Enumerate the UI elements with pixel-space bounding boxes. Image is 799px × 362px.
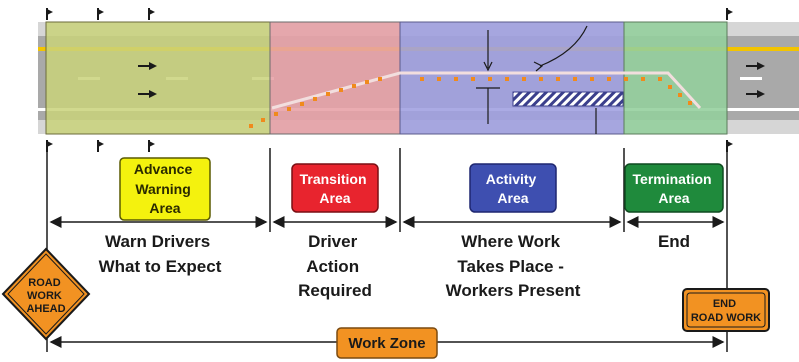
arrow-right-icon xyxy=(138,62,157,70)
arrow-right-icon xyxy=(746,90,765,98)
sign-flag-icon xyxy=(726,140,733,152)
work-area-taper xyxy=(249,25,702,134)
activity-description: Where Work Takes Place - Workers Present xyxy=(446,232,581,300)
svg-text:Work Zone: Work Zone xyxy=(348,335,425,352)
cones xyxy=(249,77,692,128)
advance-area-shade xyxy=(45,21,271,135)
transition-badge: Transition Area xyxy=(291,163,379,213)
area-dividers xyxy=(46,148,728,352)
arrow-right-icon xyxy=(746,62,765,70)
activity-badge: Activity Area xyxy=(469,163,557,213)
sign-flag-icon xyxy=(148,140,155,152)
termination-area-shade xyxy=(623,21,728,135)
area-descriptions: Warn Drivers What to Expect Driver Actio… xyxy=(99,232,690,300)
sign-flag-icon xyxy=(46,140,53,152)
work-zone-label: Work Zone xyxy=(336,327,438,359)
sign-flag-icon xyxy=(97,140,104,152)
traffic-arrows xyxy=(138,62,765,98)
svg-text:Advance Warning: Advance Warning Area xyxy=(134,161,196,216)
area-badges: Advance Warning Area Transition Area Act… xyxy=(119,157,724,221)
advance-warning-badge: Advance Warning Area xyxy=(119,157,211,221)
svg-text:END ROAD WORK: END ROAD WORK xyxy=(691,298,761,324)
end-road-work-sign: END ROAD WORK xyxy=(682,288,770,332)
activity-markers xyxy=(476,25,597,134)
transition-description: Driver Action Required xyxy=(298,232,372,300)
svg-text:ROAD WORK AHEAD: ROAD WORK AHEAD xyxy=(26,277,65,315)
arrow-right-icon xyxy=(138,90,157,98)
svg-text:Transition Area: Transition Area xyxy=(300,171,371,206)
sign-flags xyxy=(46,8,733,152)
termination-badge: Termination Area xyxy=(624,163,724,213)
sign-flag-icon xyxy=(726,8,733,20)
svg-text:Termination Area: Termination Area xyxy=(633,171,716,206)
work-vehicle-hatched xyxy=(512,91,624,107)
advance-description: Warn Drivers What to Expect xyxy=(99,232,222,276)
termination-description: End xyxy=(658,232,690,251)
road-work-ahead-sign: ROAD WORK AHEAD xyxy=(1,247,91,341)
sign-flag-icon xyxy=(46,8,53,20)
closed-lane-edge-line xyxy=(271,71,702,110)
sign-flag-icon xyxy=(148,8,155,20)
sign-flag-icon xyxy=(97,8,104,20)
svg-text:Activity Area: Activity Area xyxy=(486,171,540,206)
